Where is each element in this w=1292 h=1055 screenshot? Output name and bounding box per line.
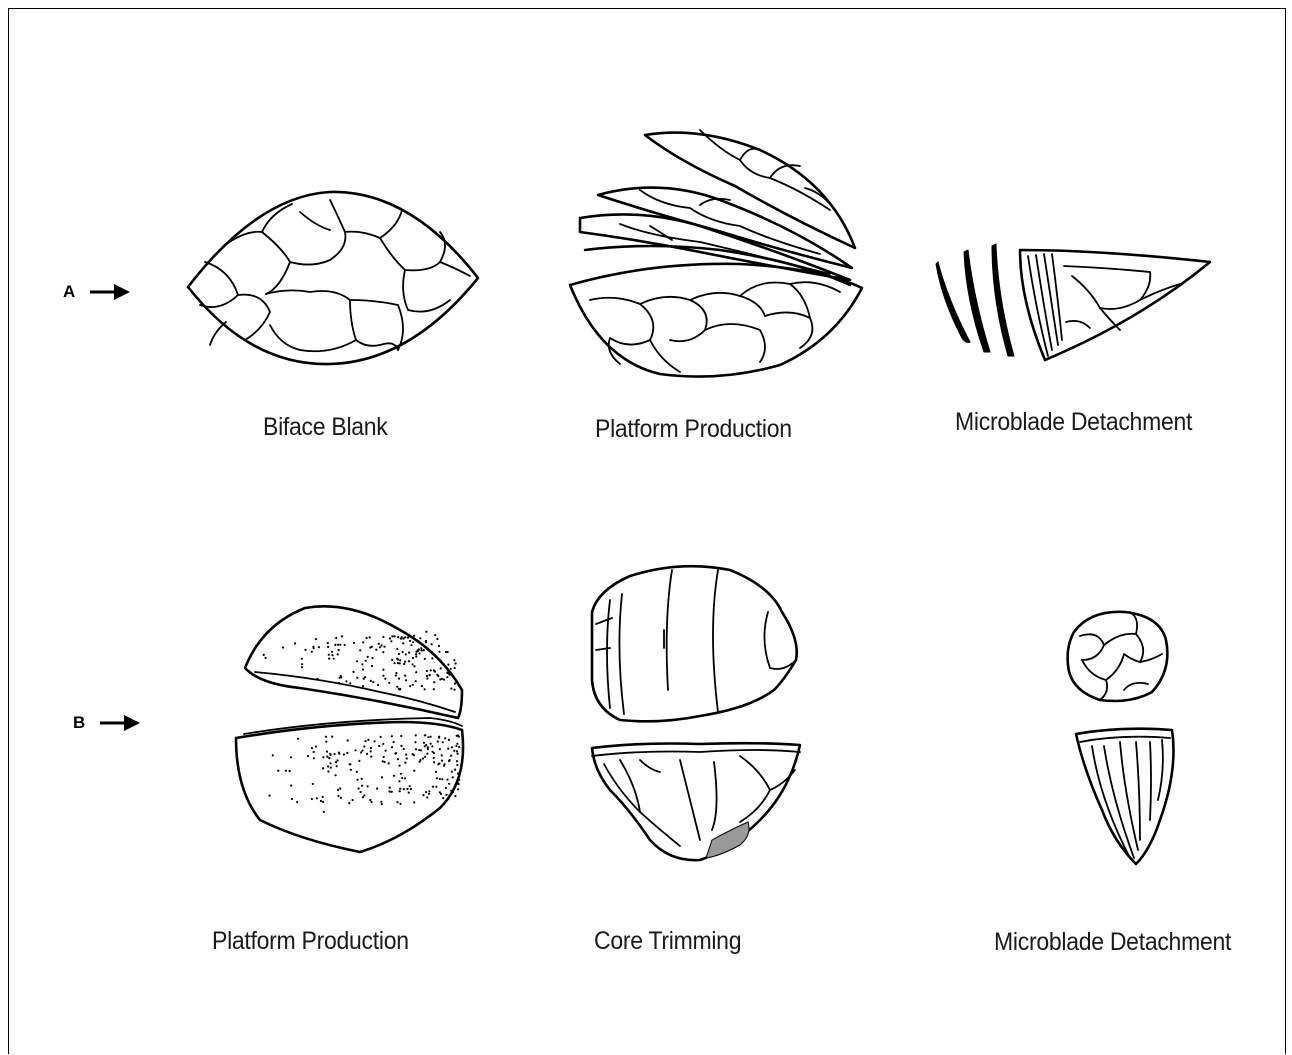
- label-microblade-detachment-a: Microblade Detachment: [955, 408, 1192, 437]
- platform-production-a-drawing: [570, 130, 862, 377]
- stipple-texture: [263, 631, 461, 813]
- biface-blank-drawing: [188, 192, 478, 364]
- label-core-trimming: Core Trimming: [594, 927, 741, 956]
- label-biface-blank: Biface Blank: [263, 413, 388, 442]
- label-platform-production-b: Platform Production: [212, 927, 409, 956]
- platform-production-b-drawing: [236, 606, 463, 852]
- label-platform-production-a: Platform Production: [595, 415, 792, 444]
- label-microblade-detachment-b: Microblade Detachment: [994, 928, 1231, 957]
- core-trimming-drawing: [592, 566, 800, 860]
- microblade-detachment-a-drawing: [936, 244, 1210, 360]
- microblade-detachment-b-drawing: [1068, 612, 1174, 864]
